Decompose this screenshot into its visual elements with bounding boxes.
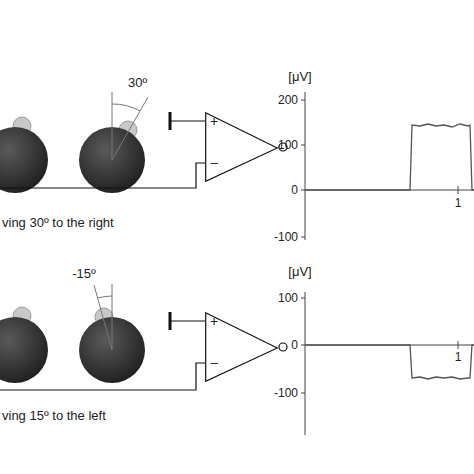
tick-label: 1 — [455, 351, 462, 363]
plot-axes — [301, 92, 474, 240]
input-sign: + — [210, 314, 218, 328]
axis-unit: [μV] — [288, 70, 311, 83]
angle-lines — [112, 92, 148, 160]
input-sign: − — [210, 156, 218, 170]
angle-label: -15º — [72, 267, 96, 280]
electrode-wire — [0, 112, 287, 188]
signal-trace — [305, 124, 474, 190]
tick-label: 100 — [278, 292, 298, 304]
amplifier: +− — [205, 112, 278, 182]
caption-text: ving 15º to the left — [2, 409, 106, 422]
input-sign: − — [210, 356, 218, 370]
tick-label: 1 — [455, 197, 462, 209]
angle-lines — [94, 284, 112, 350]
input-sign: + — [210, 114, 218, 128]
amplifier: +− — [205, 312, 278, 382]
caption-text: ving 30º to the right — [2, 216, 114, 229]
tick-label: 200 — [278, 94, 298, 106]
plot-axes — [301, 292, 474, 435]
electrode-wire — [0, 312, 287, 390]
axis-unit: [μV] — [288, 265, 311, 278]
tick-label: -100 — [274, 231, 298, 243]
head-figure — [0, 117, 48, 193]
angle-label: 30º — [128, 76, 147, 89]
tick-label: 0 — [291, 339, 298, 351]
head-figure — [0, 307, 48, 383]
signal-trace — [305, 345, 474, 379]
tick-label: -100 — [274, 387, 298, 399]
tick-label: 100 — [278, 139, 298, 151]
tick-label: 0 — [291, 184, 298, 196]
